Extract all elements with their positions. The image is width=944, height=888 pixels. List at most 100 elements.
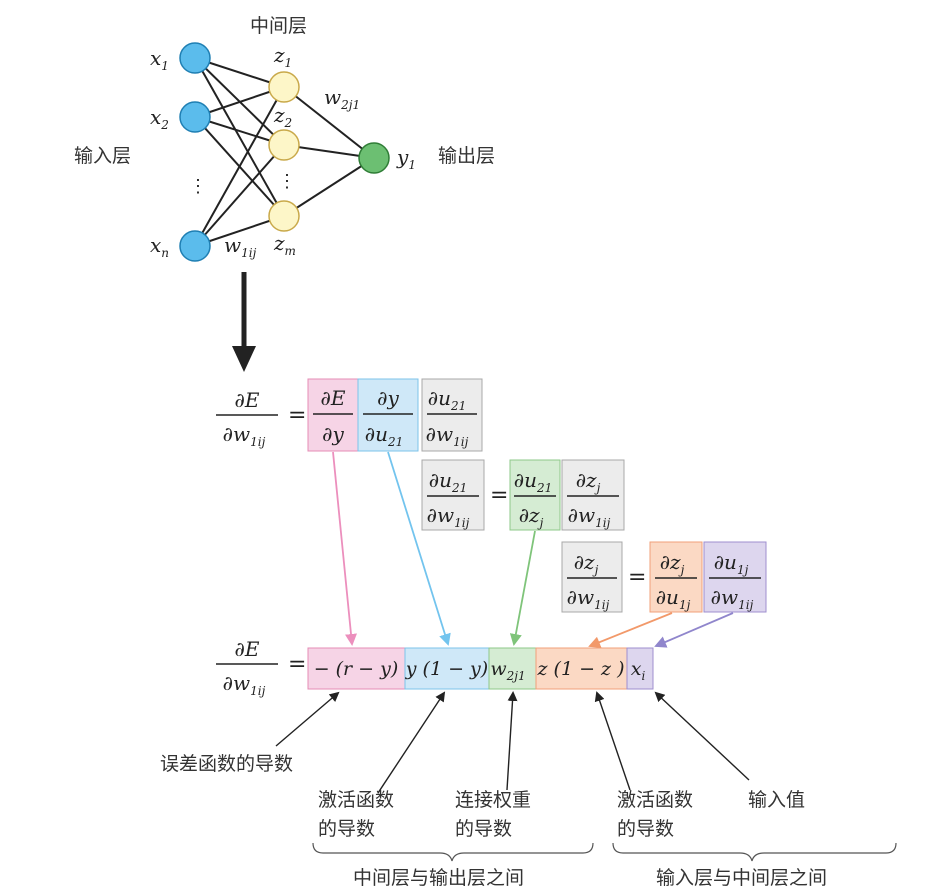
- svg-text:∂w1ij: ∂w1ij: [426, 422, 469, 449]
- equation-2: ∂u21 ∂w1ij = ∂u21 ∂zj ∂zj ∂w1ij: [421, 459, 625, 531]
- annotation-arrows: [275, 691, 750, 794]
- weight-label-w2: w2j1: [324, 85, 360, 112]
- svg-text:∂u21: ∂u21: [429, 468, 468, 495]
- hidden-node: [268, 71, 300, 103]
- equation-3: ∂zj ∂w1ij = ∂zj ∂u1j ∂u1j ∂w1ij: [561, 541, 767, 613]
- hidden-layer-label: 中间层: [250, 15, 307, 37]
- group-label-input-hidden: 输入层与中间层之间: [656, 867, 827, 888]
- equals-sign: =: [490, 483, 508, 508]
- svg-text:∂w1ij: ∂w1ij: [568, 503, 611, 530]
- equation-1: ∂E ∂w1ij = ∂E ∂y ∂y ∂u21 ∂u21 ∂w1ij: [216, 378, 483, 452]
- factor-dy-du21: ∂y ∂u21: [357, 378, 419, 452]
- svg-text:∂E: ∂E: [321, 386, 346, 410]
- down-arrow: [232, 272, 256, 372]
- svg-text:∂zj: ∂zj: [576, 468, 601, 495]
- group-label-hidden-output: 中间层与输出层之间: [353, 867, 524, 888]
- annotation-error-derivative: 误差函数的导数: [160, 753, 293, 775]
- input-label-n: xn: [150, 233, 169, 260]
- svg-text:∂zj: ∂zj: [574, 550, 599, 577]
- input-node: [179, 230, 211, 262]
- annotation-activation-derivative-1-line2: 的导数: [318, 818, 375, 840]
- factor-dE-dy: ∂E ∂y: [307, 378, 359, 452]
- term-output-activation-derivative: y (1 − y): [404, 647, 490, 690]
- edge: [194, 57, 285, 217]
- group-braces: [312, 842, 897, 862]
- input-node: [179, 42, 211, 74]
- term-hidden-activation-derivative: z (1 − z ): [535, 647, 628, 690]
- svg-text:xi: xi: [631, 658, 646, 683]
- result-equation: ∂E ∂w1ij = − (r − y) y (1 − y) w2j1 z (1…: [216, 637, 654, 698]
- term-error-derivative: − (r − y): [307, 647, 406, 690]
- purple-arrow: [654, 612, 734, 648]
- hidden-ellipsis: ⋮: [278, 171, 296, 192]
- term-weight-w2j1: w2j1: [488, 647, 537, 690]
- annotation-arrow: [275, 691, 340, 747]
- mapping-arrows: [332, 451, 734, 648]
- factor-dzj-dw1ij-lhs: ∂zj ∂w1ij: [561, 541, 623, 613]
- svg-text:∂w1ij: ∂w1ij: [567, 585, 610, 612]
- edge: [194, 86, 285, 247]
- svg-text:∂zj: ∂zj: [660, 550, 685, 577]
- svg-text:∂u1j: ∂u1j: [714, 550, 749, 577]
- blue-arrow: [387, 451, 451, 646]
- svg-text:z (1 − z ): z (1 − z ): [536, 658, 624, 680]
- pink-arrow: [332, 451, 357, 646]
- svg-text:y (1 − y): y (1 − y): [405, 658, 488, 680]
- svg-text:∂E: ∂E: [235, 637, 260, 661]
- svg-text:∂u1j: ∂u1j: [656, 585, 691, 612]
- edge: [194, 144, 285, 247]
- svg-text:∂u21: ∂u21: [428, 386, 467, 413]
- weight-label-w1: w1ij: [224, 233, 257, 260]
- lhs-fraction-2: ∂E ∂w1ij: [216, 637, 278, 698]
- svg-text:∂E: ∂E: [235, 388, 260, 412]
- svg-text:∂w1ij: ∂w1ij: [223, 422, 266, 449]
- svg-text:∂w1ij: ∂w1ij: [711, 585, 754, 612]
- annotation-activation-derivative-2-line1: 激活函数: [617, 789, 693, 811]
- factor-du21-dw1ij-lhs: ∂u21 ∂w1ij: [421, 459, 485, 531]
- equals-sign: =: [628, 565, 646, 590]
- annotation-activation-derivative-2-line2: 的导数: [617, 818, 674, 840]
- factor-dzj-dw1ij: ∂zj ∂w1ij: [561, 459, 625, 531]
- annotation-arrow: [506, 691, 518, 791]
- term-input-xi: xi: [626, 647, 654, 690]
- factor-du21-dw1ij: ∂u21 ∂w1ij: [421, 378, 483, 452]
- input-ellipsis: ⋮: [189, 176, 207, 197]
- annotation-arrow: [654, 691, 750, 781]
- svg-text:∂zj: ∂zj: [519, 503, 544, 530]
- annotation-weight-derivative-line2: 的导数: [455, 818, 512, 840]
- svg-text:∂w1ij: ∂w1ij: [427, 503, 470, 530]
- annotation-weight-derivative-line1: 连接权重: [455, 789, 531, 811]
- hidden-node: [268, 129, 300, 161]
- lhs-fraction-1: ∂E ∂w1ij: [216, 388, 278, 449]
- output-layer-label: 输出层: [438, 145, 495, 167]
- svg-text:∂y: ∂y: [377, 386, 399, 410]
- svg-text:− (r − y): − (r − y): [314, 658, 399, 680]
- factor-dzj-du1j: ∂zj ∂u1j: [649, 541, 703, 613]
- annotation-arrow: [594, 691, 631, 791]
- hidden-node: [268, 200, 300, 232]
- green-arrow: [509, 530, 536, 646]
- annotation-input-value: 输入值: [748, 789, 805, 811]
- svg-text:∂u21: ∂u21: [365, 422, 404, 449]
- factor-du21-dzj: ∂u21 ∂zj: [509, 459, 561, 531]
- svg-text:∂y: ∂y: [322, 422, 344, 446]
- input-label-2: x2: [150, 105, 169, 132]
- output-label: y1: [396, 145, 416, 172]
- svg-text:∂u21: ∂u21: [514, 468, 553, 495]
- annotation-activation-derivative-1-line1: 激活函数: [318, 789, 394, 811]
- equals-sign: =: [288, 403, 306, 428]
- edge: [283, 157, 375, 217]
- input-node: [179, 101, 211, 133]
- brace-input-hidden: [612, 842, 897, 862]
- hidden-label-m: zm: [273, 231, 296, 258]
- hidden-label-2: z2: [273, 103, 292, 130]
- svg-text:∂w1ij: ∂w1ij: [223, 671, 266, 698]
- svg-text:w2j1: w2j1: [490, 658, 525, 683]
- hidden-label-1: z1: [273, 43, 292, 70]
- input-layer-label: 输入层: [74, 145, 131, 167]
- equals-sign: =: [288, 652, 306, 677]
- network: 中间层 输入层 输出层 ⋮ ⋮ x1: [74, 15, 495, 262]
- orange-arrow: [588, 612, 673, 648]
- output-node: [358, 142, 390, 174]
